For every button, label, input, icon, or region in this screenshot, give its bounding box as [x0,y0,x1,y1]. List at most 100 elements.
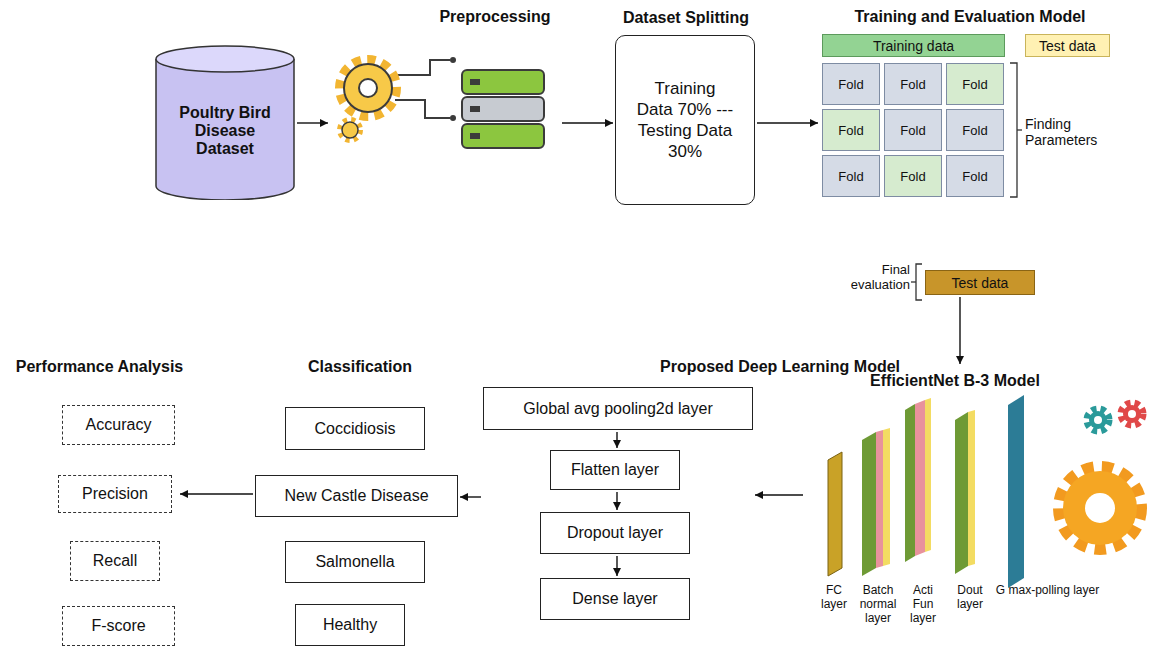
flow-arrow [297,122,328,123]
database-light [470,133,480,139]
bracket-tick [1017,129,1022,130]
efficientnet-illustration [828,395,1143,588]
node-text: Salmonella [315,553,394,571]
metric-box: F-score [62,606,175,646]
node-text: Flatten layer [571,461,659,479]
node-text: Accuracy [86,416,152,434]
node-text: Test data [952,275,1009,291]
gear-body [1123,405,1141,423]
flow-arrow [616,556,617,576]
batch-layer-slab [883,428,890,566]
flow-arrow [757,122,818,123]
class-box: New Castle Disease [255,475,458,517]
efficientnet-model: EfficientNet B-3 Model [805,366,1155,598]
part-label: G max-polling layer [985,584,1110,598]
acti-layer-slab [905,404,915,562]
circuit-line [395,100,450,118]
fold-cell: Fold [822,63,880,105]
cylinder-top [156,46,294,72]
dataset-cylinder: Poultry Bird Disease Dataset [155,45,295,200]
final-test-box: Test data [925,270,1035,295]
gear-body [342,122,358,138]
preprocessing-icon [340,57,544,148]
database-light [470,79,480,85]
node-text: Training Data 70% --- Testing Data 30% [636,78,734,163]
circuit-dot [450,57,456,63]
bracket [1010,63,1017,197]
node-text: F-score [91,617,145,635]
gear-teeth [1121,403,1143,425]
fold-cell: Fold [884,155,942,197]
gear-hole [1085,493,1115,523]
node-text: Global avg pooling2d layer [523,400,712,418]
node-text: Healthy [323,616,377,634]
node-text: Recall [93,552,137,570]
gear-hole [1094,416,1102,424]
gear-hole [359,79,377,97]
metric-box: Recall [70,541,160,581]
metrics-group: Performance AnalysisAccuracyPrecisionRec… [55,403,178,648]
gear-body [344,64,392,112]
proposed-model-group: Proposed Deep Learning ModelGlobal avg p… [483,387,753,620]
gmax-layer-slab [1008,395,1024,588]
node-text: New Castle Disease [284,487,428,505]
database-disk [462,70,544,94]
flow-arrow [755,494,803,495]
fold-cell: Fold [822,109,880,151]
circuit-dot [450,115,456,121]
node-text: Training data [873,38,954,54]
fold-cell: Fold [946,63,1004,105]
heading-text: Training and Evaluation Model [805,8,1135,26]
classification-group: ClassificationCoccidiosisNew Castle Dise… [255,405,458,647]
metric-box: Accuracy [62,405,175,445]
part-label: Finding Parameters [1025,116,1109,148]
node-text: Test data [1039,38,1096,54]
gear-hole [1128,410,1136,418]
node-text: Precision [82,485,148,503]
node-text: Fold [900,169,925,184]
layer-box: Dense layer [540,578,690,620]
flow-arrow [460,496,481,497]
flow-arrow [616,432,617,448]
node-text: Fold [838,169,863,184]
fold-cell: Fold [946,109,1004,151]
fc-layer-slab [828,452,842,576]
database-disk [462,124,544,148]
training-data-bar: Training data [822,34,1005,57]
gear-teeth [340,120,360,140]
part-label: Batch normal layer [852,584,904,625]
test-data-bar: Test data [1025,34,1110,57]
heading-text: Preprocessing [420,8,570,26]
acti-layer-slab [925,398,931,552]
bracket [916,264,922,300]
node-text: Fold [900,77,925,92]
flow-arrow [562,122,613,123]
heading-text: Performance Analysis [2,358,197,376]
dout-layer-slab [955,412,968,574]
flow-arrow [616,492,617,510]
fold-cell: Fold [946,155,1004,197]
batch-layer-slab [876,430,883,568]
batch-layer-slab [862,432,876,576]
node-text: Fold [962,77,987,92]
heading-text: Dataset Splitting [596,9,776,27]
fold-cell: Fold [822,155,880,197]
part-label: Final evaluation [848,263,910,293]
split-box: Dataset SplittingTraining Data 70% --- T… [615,35,755,205]
node-text: Fold [838,77,863,92]
circuit-line [395,60,450,75]
node-text: Fold [962,123,987,138]
part-label: Dout layer [948,584,992,612]
bracket-tick [911,281,916,282]
heading-text: Proposed Deep Learning Model [620,358,940,376]
database-light [470,106,480,112]
node-text: Fold [962,169,987,184]
part-label: FC layer [812,584,856,612]
heading-text: Classification [275,358,445,376]
fold-cell: Fold [884,109,942,151]
node-text: Coccidiosis [315,420,396,438]
cylinder-body [156,59,294,200]
flow-arrow [959,297,960,364]
node-text: Fold [838,123,863,138]
gear-teeth [1060,468,1140,548]
